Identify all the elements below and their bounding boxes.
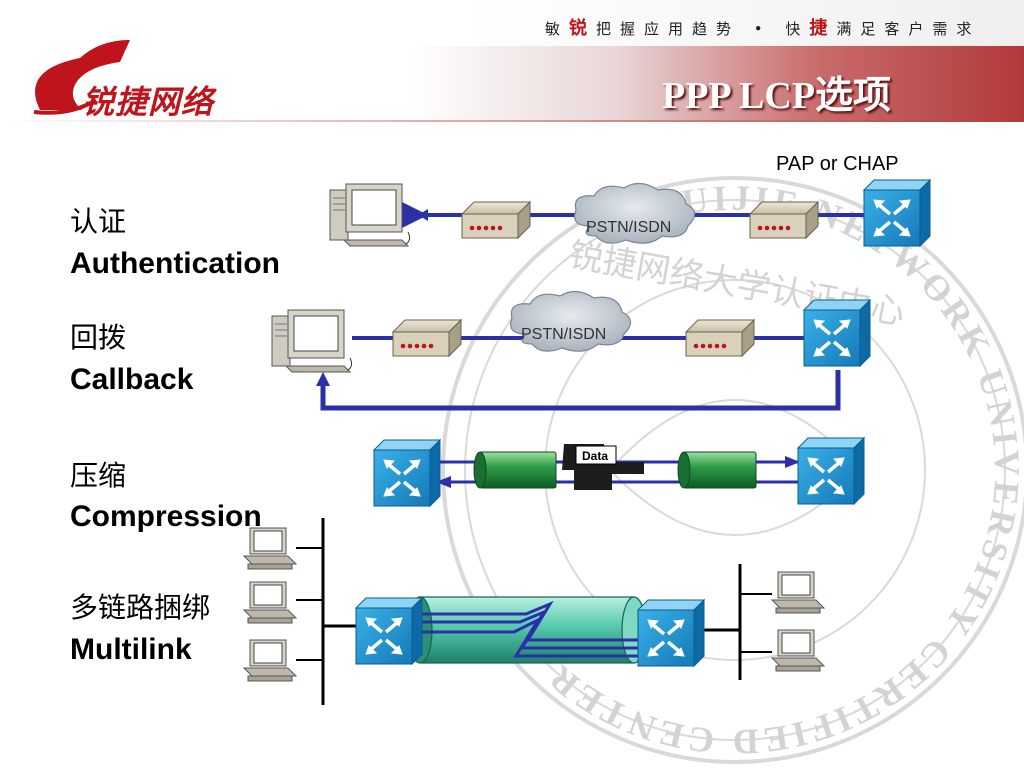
auth-protocol-label: PAP or CHAP [776,153,899,175]
option-multilink-en: Multilink [70,633,192,666]
router-icon [802,298,872,368]
option-compression-en: Compression [70,500,262,533]
logo-text: 锐捷网络 [82,83,215,121]
option-auth-cn: 认证 [70,205,127,238]
header-divider [0,120,1024,122]
option-auth-en: Authentication [70,247,280,280]
option-callback-en: Callback [70,363,194,396]
router-icon [372,438,442,508]
option-compression-cn: 压缩 [70,459,127,492]
multilink-row [243,518,825,705]
slogan-part-2: 锐 [569,18,597,39]
cloud-label-2: PSTN/ISDN [521,326,606,343]
compression-row: Data [372,436,866,508]
compression-tunnel-right [683,451,757,489]
pc-icon [243,639,297,682]
router-icon [636,598,706,668]
router-icon [796,436,866,506]
multilink-tunnel [419,596,635,664]
workstation-icon [329,183,411,247]
cloud-label-1: PSTN/ISDN [586,219,671,236]
header-top-strip [0,0,1024,46]
modem-icon [749,201,819,239]
pc-icon [243,527,297,570]
data-packet [575,445,617,465]
slogan-part-1: 敏 [545,20,570,38]
slogan-part-5: 满足客户需求 [836,20,981,38]
modem-icon [685,319,755,357]
logo-mark [33,40,130,115]
auth-row [329,178,932,248]
pc-icon [771,571,825,614]
slogan: 敏锐把握应用趋势 • 快捷满足客户需求 [545,14,1005,40]
workstation-icon [271,309,353,373]
option-multilink-cn: 多链路捆绑 [70,591,211,624]
router-icon [354,596,424,666]
modem-icon [461,201,531,239]
pc-icon [771,629,825,672]
callback-row [271,290,872,411]
pc-icon [243,581,297,624]
router-icon [862,178,932,248]
slogan-part-4: 捷 [809,18,837,39]
slogan-part-3: 把握应用趋势 • 快 [596,20,810,38]
option-callback-cn: 回拨 [70,321,127,354]
page-title: PPP LCP选项 [662,75,892,117]
modem-icon [392,319,462,357]
data-label: Data [582,449,608,463]
compression-tunnel-left [479,451,557,489]
